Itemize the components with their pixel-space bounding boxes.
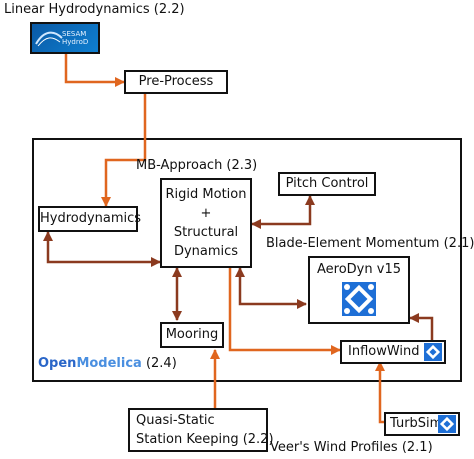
openmodelica-logo-part2: Modelica [76,356,142,371]
aerodyn-box[interactable]: AeroDyn v15 [308,256,410,324]
rigid-motion-box[interactable]: Rigid Motion + Structural Dynamics [160,178,252,268]
rigid-motion-line-2: + [200,206,212,221]
bem-label: Blade-Element Momentum (2.1) [266,236,474,251]
mb-approach-label: MB-Approach (2.3) [136,158,258,173]
openmodelica-frame [32,138,462,382]
turbsim-box[interactable]: TurbSim [384,412,460,436]
linear-hydrodynamics-label: Linear Hydrodynamics (2.2) [4,2,185,17]
quasi-static-box[interactable]: Quasi-Static Station Keeping (2.2) [128,408,274,452]
arrow-hydro-rigid [43,231,161,267]
rigid-motion-line-1: Rigid Motion [165,187,247,202]
quasi-static-line-1: Quasi-Static [136,413,215,428]
inflowwind-icon [424,343,442,361]
arrow-rigid-aerodyn [235,267,307,309]
aerodyn-icon [342,282,376,316]
openmodelica-version: (2.4) [141,356,177,371]
mooring-box[interactable]: Mooring [160,322,224,348]
sesam-logo-text: SESAM HydroD [62,30,89,46]
aerodyn-label: AeroDyn v15 [317,262,401,277]
arrow-sesam-to-preprocess [64,54,125,87]
sesam-swirl-icon [35,31,63,47]
pitch-control-box[interactable]: Pitch Control [278,172,376,196]
rigid-motion-line-3: Structural [173,225,239,240]
turbsim-icon [438,415,456,433]
arrow-rigid-pitch [251,195,315,229]
openmodelica-logo-part1: Open [38,356,77,371]
quasi-static-line-2: Station Keeping (2.2) [136,432,274,447]
inflowwind-box[interactable]: InflowWind [340,340,446,364]
arrow-preprocess-to-hydro [101,93,147,207]
arrow-inflowwind-aerodyn [409,313,434,340]
openmodelica-logo: OpenModelica (2.4) [38,356,177,372]
sesam-hydrod-logo: SESAM HydroD [30,22,100,54]
veers-wind-profiles-label: Veer's Wind Profiles (2.1) [270,440,433,455]
arrow-rigid-inflowwind [228,268,341,355]
turbsim-label: TurbSim [390,416,443,431]
inflowwind-label: InflowWind [348,344,420,359]
rigid-motion-line-4: Dynamics [173,244,239,259]
hydrodynamics-box[interactable]: Hydrodynamics [38,206,141,232]
preprocess-box[interactable]: Pre-Process [124,70,228,94]
